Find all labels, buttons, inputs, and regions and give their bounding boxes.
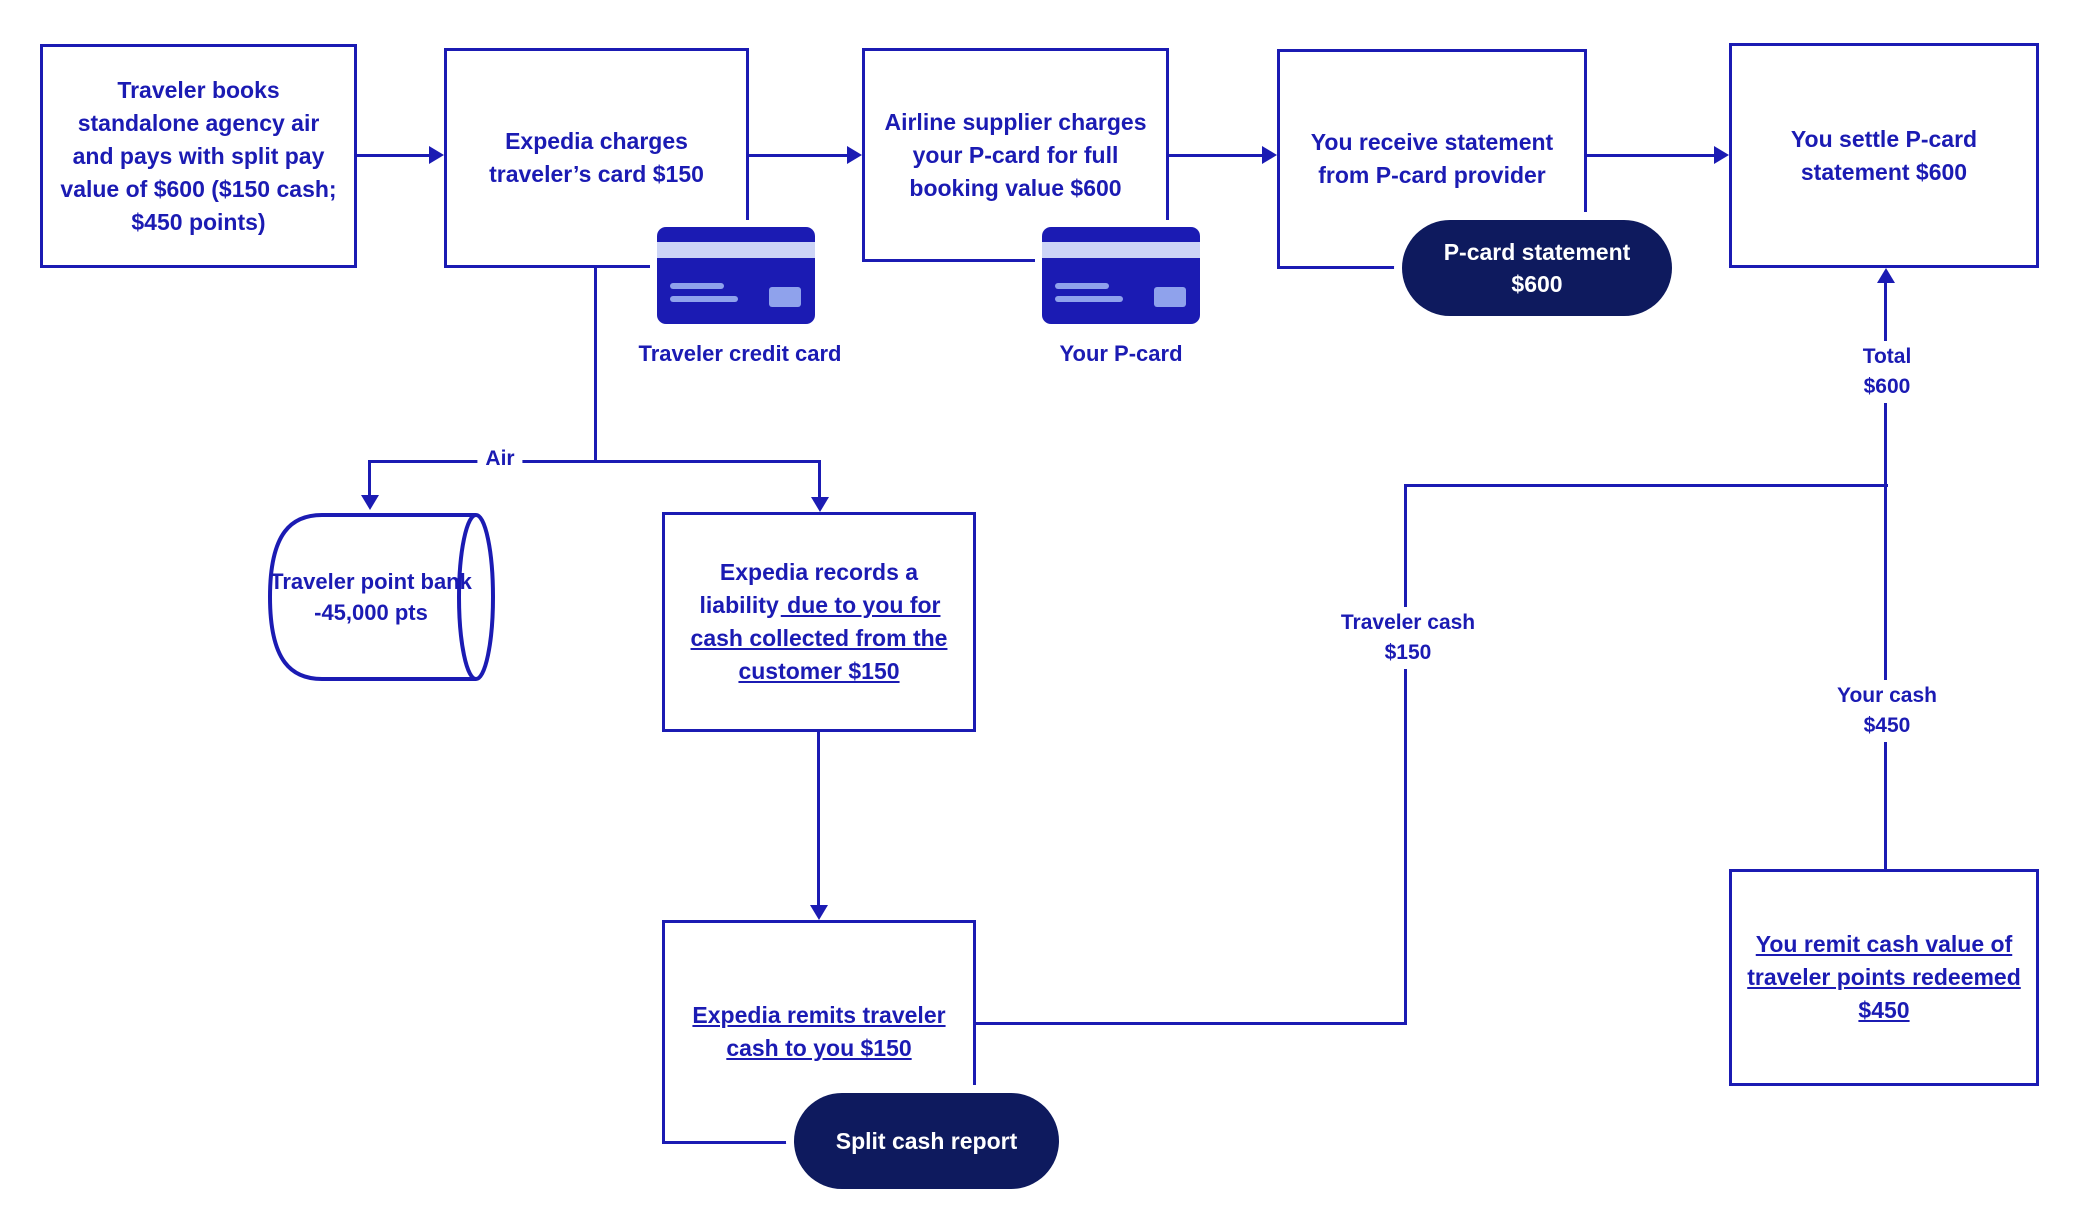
liability-highlight: liability — [697, 592, 781, 618]
arrowhead-to-point-bank — [361, 495, 379, 510]
edge-records-to-remits — [817, 732, 820, 906]
node-receive-statement-text: You receive statement from P-card provid… — [1310, 129, 1554, 188]
split-cash-report-pill-text: Split cash report — [835, 1128, 1018, 1154]
arrowhead-to-records — [811, 497, 829, 512]
arrowhead-records-to-remits — [810, 905, 828, 920]
traveler-credit-card-icon — [657, 227, 815, 324]
node-airline-charges-pcard: Airline supplier charges your P-card for… — [862, 48, 1169, 262]
edge-your-cash-vertical — [1884, 484, 1887, 869]
credit-card-icon — [1042, 227, 1200, 324]
edge-to-records — [818, 460, 821, 498]
edge-label-your-cash: Your cash $450 — [1829, 680, 1945, 742]
edge-receive-to-settle — [1587, 154, 1714, 157]
point-bank-line2: -45,000 pts — [314, 600, 428, 625]
edge-charge-to-airline — [749, 154, 847, 157]
arrowhead-total-into-settle — [1877, 268, 1895, 283]
node-airline-charges-pcard-text: Airline supplier charges your P-card for… — [884, 108, 1147, 201]
pcard-statement-pill: P-card statement $600 — [1402, 220, 1672, 316]
node-traveler-books-text: Traveler books standalone agency air and… — [60, 76, 337, 235]
credit-card-icon — [657, 227, 815, 324]
edge-split-horizontal — [369, 460, 821, 463]
your-pcard-icon — [1042, 227, 1200, 324]
cylinder-shape-icon — [267, 513, 495, 681]
edge-charge-down — [594, 268, 597, 463]
edge-label-traveler-cash: Traveler cash $150 — [1332, 607, 1484, 669]
node-remits-cash-text: Expedia remits traveler cash to you $150 — [692, 1002, 946, 1061]
edge-label-total: Total $600 — [1854, 341, 1920, 403]
traveler-point-bank-text: Traveler point bank -45,000 pts — [268, 510, 474, 684]
caption-your-pcard: Your P-card — [1059, 341, 1183, 366]
split-cash-report-pill: Split cash report — [794, 1093, 1059, 1189]
node-remit-points-value: You remit cash value of traveler points … — [1729, 869, 2039, 1086]
edge-to-point-bank — [368, 460, 371, 497]
node-expedia-charges-card: Expedia charges traveler’s card $150 — [444, 48, 749, 268]
edge-remits-right — [976, 1022, 1407, 1025]
node-expedia-charges-card-text: Expedia charges traveler’s card $150 — [489, 128, 704, 187]
pcard-statement-pill-line1: P-card statement — [1443, 239, 1631, 265]
records-liability-before: Expedia records a — [719, 559, 919, 585]
node-remit-points-value-text: You remit cash value of traveler points … — [1747, 931, 2021, 1023]
edge-airline-to-receive — [1169, 154, 1262, 157]
arrowhead-charge-to-airline — [847, 146, 862, 164]
edge-book-to-charge — [357, 154, 430, 157]
node-records-liability: Expedia records a liability due to you f… — [662, 512, 976, 732]
node-settle-statement-text: You settle P-card statement $600 — [1790, 125, 1978, 185]
arrowhead-receive-to-settle — [1714, 146, 1729, 164]
traveler-point-bank-cylinder: Traveler point bank -45,000 pts — [262, 510, 496, 684]
edge-label-air: Air — [477, 443, 523, 475]
edge-junction-horizontal — [1404, 484, 1888, 487]
point-bank-line1: Traveler point bank — [270, 569, 472, 594]
edge-traveler-cash-vertical — [1404, 484, 1407, 1025]
node-settle-statement: You settle P-card statement $600 — [1729, 43, 2039, 268]
records-liability-after: due to you for cash collected from the c… — [690, 592, 948, 684]
node-records-liability-text: Expedia records a liability due to you f… — [679, 556, 959, 688]
node-traveler-books: Traveler books standalone agency air and… — [40, 44, 357, 268]
pcard-statement-pill-line2: $600 — [1511, 271, 1563, 297]
arrowhead-airline-to-receive — [1262, 146, 1277, 164]
caption-traveler-credit-card: Traveler credit card — [638, 341, 842, 366]
arrowhead-book-to-charge — [429, 146, 444, 164]
